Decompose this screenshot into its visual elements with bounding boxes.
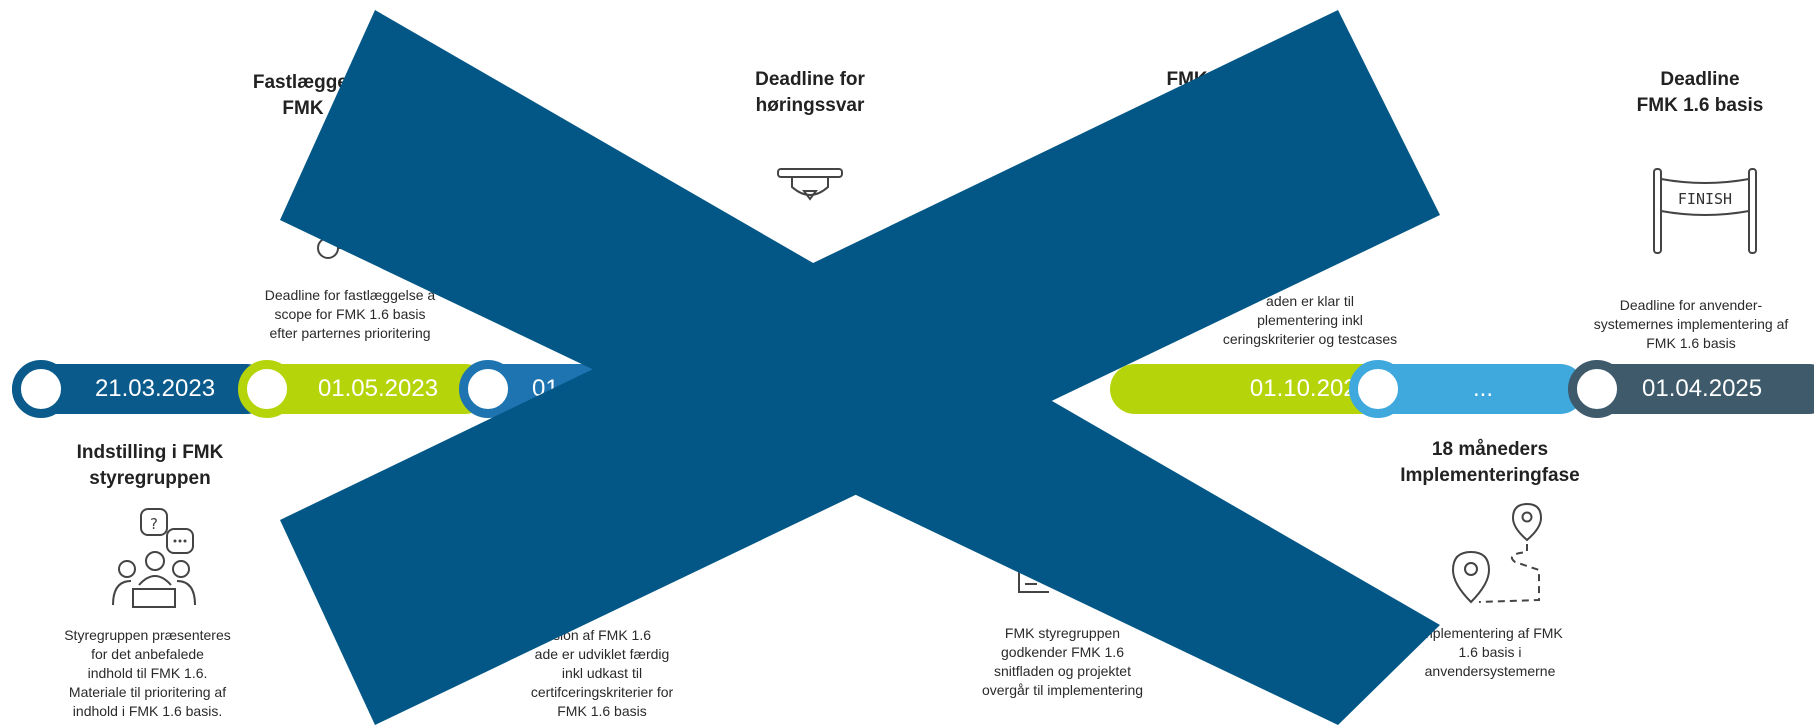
timeline-date: 01.05.2023 <box>317 375 439 402</box>
timeline-node <box>459 360 517 418</box>
milestone-desc-version: sion af FMK 1.6 ade er udviklet færdig i… <box>530 627 674 719</box>
milestone-heading-deadline: Deadline FMK 1.6 basis <box>1636 69 1764 116</box>
timeline-node <box>12 360 70 418</box>
milestone-heading-scope: Fastlæggel FMK <box>252 72 354 119</box>
meeting-icon: ? <box>105 505 201 615</box>
finish-text: FINISH <box>1678 190 1732 208</box>
timeline-node <box>1568 360 1626 418</box>
route-pins-icon <box>1445 500 1545 610</box>
svg-text:?: ? <box>150 515 158 533</box>
milestone-desc-approval: FMK styregruppen godkender FMK 1.6 snitf… <box>981 625 1144 698</box>
finish-banner-icon: FINISH <box>1650 165 1760 255</box>
milestone-desc-steering: Styregruppen præsenteres for det anbefal… <box>64 627 231 719</box>
milestone-desc-implementation: Implementering af FMK 1.6 basis i anvend… <box>1417 625 1563 679</box>
milestone-desc-fmk: aden er klar til plementering inkl cerin… <box>1222 293 1398 347</box>
hourglass-icon <box>774 165 846 210</box>
timeline-node <box>238 360 296 418</box>
cross-stroke <box>280 10 1440 725</box>
timeline-date: 21.03.2023 <box>94 375 216 402</box>
timeline-date: ... <box>1472 375 1493 402</box>
milestone-heading-hearing: Deadline for høringssvar <box>755 69 865 116</box>
milestone-desc-deadline: Deadline for anvender- systemernes imple… <box>1593 297 1789 351</box>
milestone-heading-implementation: 18 måneders Implementeringfase <box>1400 439 1580 486</box>
timeline-node <box>1349 360 1407 418</box>
milestone-heading-steering: Indstilling i FMK styregruppen <box>76 442 224 489</box>
milestone-desc-scope: Deadline for fastlæggelse a scope for FM… <box>264 287 436 341</box>
timeline-date: 01.04.2025 <box>1642 375 1763 402</box>
